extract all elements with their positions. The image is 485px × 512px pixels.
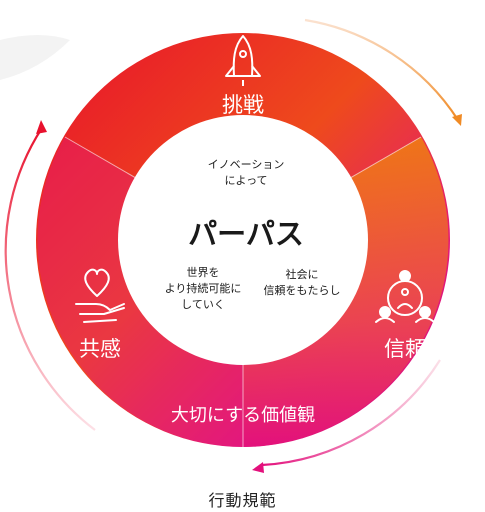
arrow-arc-right bbox=[304, 18, 459, 121]
values-title: 大切にする価値観 bbox=[171, 405, 315, 426]
purpose-title: パーパス bbox=[188, 217, 304, 251]
arrow-head-right bbox=[452, 114, 462, 126]
purpose-top-line2: によって bbox=[224, 174, 267, 187]
arrow-head-left bbox=[36, 120, 47, 134]
purpose-left-line2: より持続可能に bbox=[165, 281, 242, 295]
purpose-left-line3: していく bbox=[181, 298, 225, 311]
purpose-right-line1: 社会に bbox=[286, 267, 319, 281]
value-label-empathy: 共感 bbox=[79, 337, 121, 361]
value-label-challenge: 挑戦 bbox=[222, 93, 264, 117]
people-network-icon bbox=[375, 270, 435, 323]
heart-hand-icon bbox=[75, 268, 125, 323]
center-disc bbox=[118, 115, 368, 365]
arrow-arc-bottom bbox=[261, 359, 441, 467]
purpose-left-line1: 世界を bbox=[187, 266, 220, 279]
purpose-right-line2: 信頼をもたらし bbox=[264, 284, 341, 297]
purpose-top-line1: イノベーション bbox=[208, 158, 285, 171]
rocket-icon bbox=[225, 35, 261, 86]
value-label-trust: 信頼 bbox=[384, 337, 426, 361]
arrow-head-bottom bbox=[252, 462, 264, 473]
code-of-conduct-label: 行動規範 bbox=[208, 491, 277, 510]
arrow-arc-left bbox=[4, 127, 96, 431]
background-swirl bbox=[0, 35, 70, 80]
